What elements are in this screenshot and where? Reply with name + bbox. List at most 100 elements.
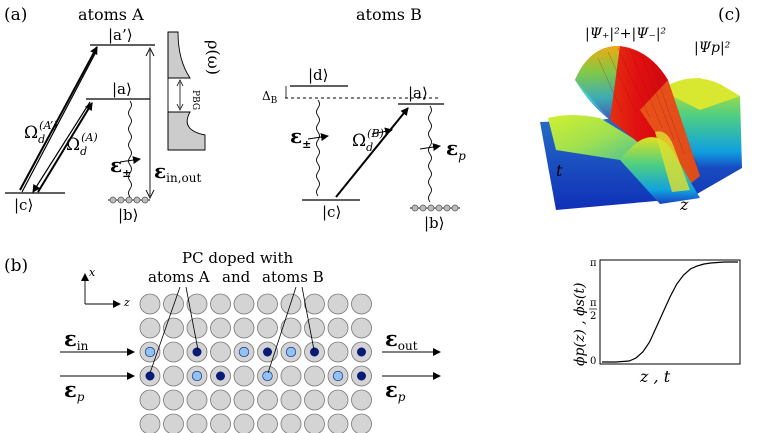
pc-rod <box>139 413 161 433</box>
pc-label-line1: PC doped with <box>182 249 293 267</box>
pc-rod <box>280 365 302 387</box>
dopant-atom-b <box>191 370 203 382</box>
phase-tick-top: π <box>590 258 597 269</box>
eps-out-label: εout <box>385 326 418 353</box>
pc-rod <box>139 389 161 411</box>
pc-rod <box>304 293 325 315</box>
atoms-a-label-c: |c⟩ <box>14 196 33 214</box>
pc-rod <box>257 317 278 339</box>
pc-rod <box>327 389 349 411</box>
surface-label-left: |Ψ₊|²+|Ψ₋|² <box>585 26 667 42</box>
omega-b-label: Ωd(B) <box>352 127 384 154</box>
pc-rod <box>304 413 325 433</box>
pc-rod <box>327 317 349 339</box>
pc-rod <box>163 293 184 315</box>
pc-axis-x: x <box>89 266 96 279</box>
pc-rod <box>257 293 278 315</box>
atoms-a-diagram: atoms A |a’⟩ |a⟩ |c⟩ |b⟩ Ωd(A’) Ωd(A) ε± <box>5 5 223 224</box>
dopant-atom-a <box>192 347 202 357</box>
pc-lattice <box>139 293 372 433</box>
pc-rod <box>186 293 208 315</box>
atoms-a-eps-inout: εin,out <box>154 159 202 185</box>
pc-rod <box>233 389 255 411</box>
panel-c-label: (c) <box>718 5 741 25</box>
phase-xlabel: z , t <box>639 367 671 386</box>
dopant-atom-a <box>356 371 366 381</box>
pc-rod <box>304 365 325 387</box>
atoms-a-wavy-transition <box>128 100 132 198</box>
atoms-b-wavy-d-c <box>316 99 320 197</box>
phase-plot-frame <box>599 259 741 365</box>
pc-rod <box>257 413 278 433</box>
dopant-atom-b <box>238 346 250 358</box>
eps-p-in-label: εp <box>64 377 85 404</box>
pc-rod <box>210 413 231 433</box>
pc-rod <box>351 389 372 411</box>
eps-in-label: εin <box>64 326 89 353</box>
dos-rho-label: ρ(ω) <box>204 40 223 75</box>
pc-rod <box>233 413 255 433</box>
pc-rod <box>210 389 231 411</box>
omega-a-label: Ωd(A) <box>66 131 98 158</box>
phase-ylabel: ϕp(z) , ϕs(t) <box>572 283 588 366</box>
pc-rod <box>163 413 184 433</box>
atoms-a-label-a-prime: |a’⟩ <box>108 26 133 44</box>
pc-rod <box>233 365 255 387</box>
pc-rod <box>139 293 161 315</box>
dopant-atom-a <box>262 347 272 357</box>
dopant-atom-b <box>262 370 273 382</box>
atoms-b-title: atoms B <box>356 5 422 24</box>
pc-rod <box>163 341 184 363</box>
pc-rod <box>139 317 161 339</box>
pc-rod <box>210 341 231 363</box>
pc-rod <box>280 317 302 339</box>
pc-rod <box>163 389 184 411</box>
pc-rod <box>351 413 372 433</box>
pc-label-and: and <box>222 268 251 286</box>
pc-rod <box>327 413 349 433</box>
pc-axis-z: z <box>123 296 130 309</box>
pc-rod <box>233 317 255 339</box>
phase-plot: π π 2 0 ϕp(z) , ϕs(t) z , t <box>572 258 741 386</box>
atoms-b-label-d: |d⟩ <box>308 66 329 84</box>
pc-rod <box>304 389 325 411</box>
pc-rod <box>327 341 349 363</box>
pc-label-atoms-a: atoms A <box>148 268 210 286</box>
pc-rod <box>186 389 208 411</box>
phase-tick-mid-num: π <box>590 298 597 309</box>
dopant-atom-a <box>309 347 319 357</box>
pc-rod <box>304 317 325 339</box>
atoms-b-ground-dots <box>411 204 459 212</box>
dopant-atom-a <box>356 347 366 357</box>
dos-lower-shade <box>167 111 206 151</box>
pc-rod <box>327 293 349 315</box>
pc-label-atoms-b: atoms B <box>262 268 324 286</box>
pc-rod <box>186 317 208 339</box>
pc-rod <box>210 317 231 339</box>
atoms-b-label-c: |c⟩ <box>322 203 341 221</box>
dopant-atom-a <box>216 371 226 381</box>
atoms-a-title: atoms A <box>78 5 144 24</box>
surface-label-right: |Ψp|² <box>694 40 731 56</box>
omega-a-prime-label: Ωd(A’) <box>24 119 58 146</box>
eps-p-out-label: εp <box>385 377 406 404</box>
pc-rod <box>210 293 231 315</box>
dopant-atom-b <box>144 346 156 358</box>
phase-tick-mid-den: 2 <box>590 311 596 322</box>
pc-rod <box>257 389 278 411</box>
atoms-b-label-a: |a⟩ <box>408 84 428 102</box>
atoms-a-eps-arrow <box>119 156 141 164</box>
atoms-a-eps-pm: ε± <box>110 153 131 180</box>
surface-plateau-left <box>548 115 652 160</box>
pc-rod <box>163 317 184 339</box>
photonic-crystal: PC doped with atoms A and atoms B x z εi… <box>60 249 441 433</box>
dopant-atom-b <box>285 346 297 358</box>
pc-rod <box>351 317 372 339</box>
dos-inset: PBG ρ(ω) <box>167 31 223 151</box>
phase-curve <box>602 261 738 363</box>
atoms-a-label-b: |b⟩ <box>118 206 139 224</box>
atoms-b-eps-pm: ε± <box>290 124 311 151</box>
omega-a-prime-arrow <box>19 46 98 191</box>
dopant-atom-a <box>145 371 155 381</box>
pc-rod <box>280 389 302 411</box>
